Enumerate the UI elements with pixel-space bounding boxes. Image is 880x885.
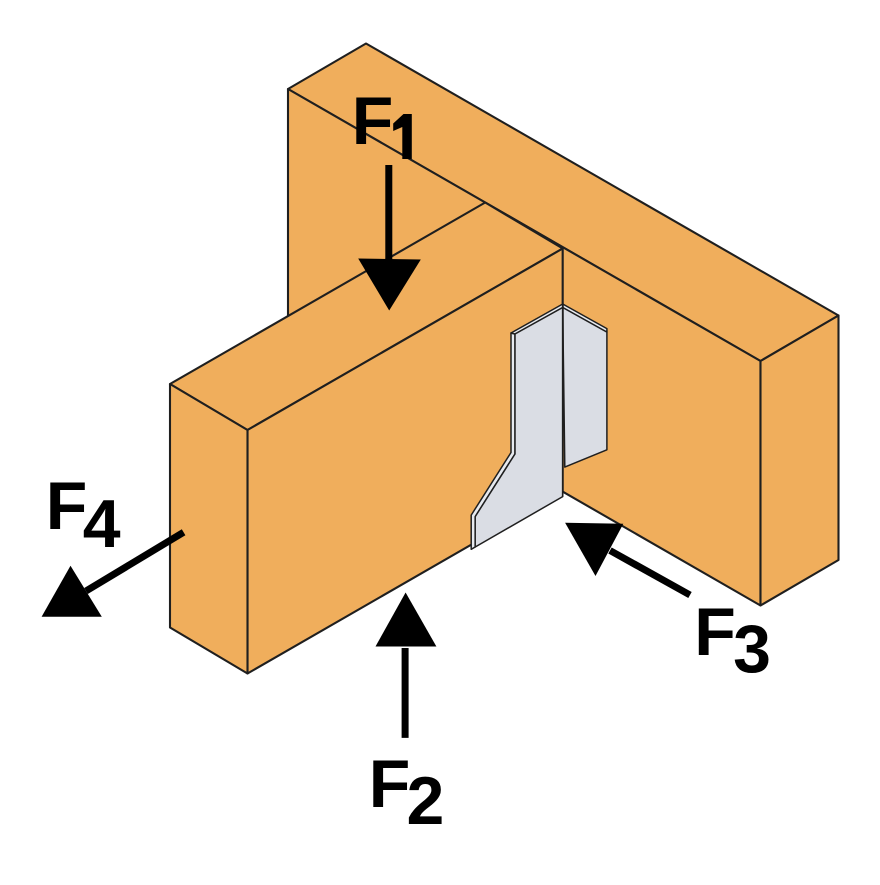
svg-text:F: F (694, 594, 736, 670)
svg-text:F: F (352, 83, 394, 159)
svg-text:F: F (369, 746, 411, 822)
svg-text:F: F (46, 468, 88, 544)
svg-text:4: 4 (83, 486, 121, 562)
svg-text:3: 3 (733, 611, 771, 687)
svg-text:2: 2 (407, 763, 445, 839)
